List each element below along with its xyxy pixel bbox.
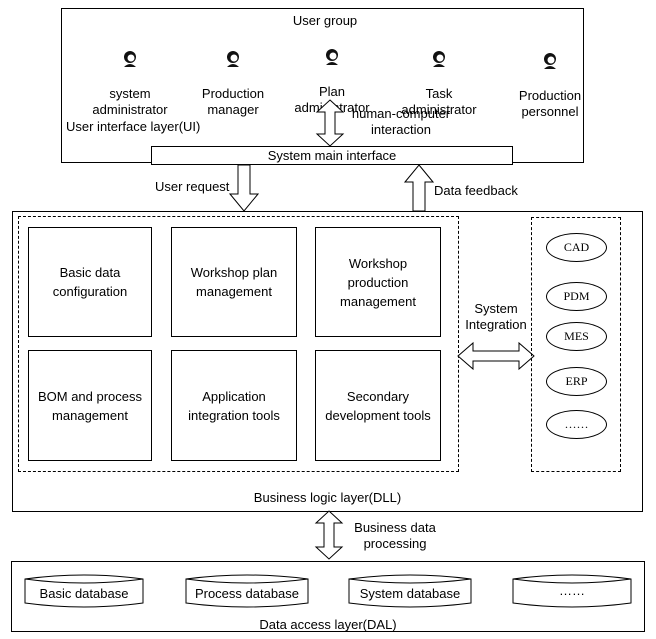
- database-process: [185, 574, 309, 608]
- system-integration-arrow: [457, 341, 535, 371]
- user-request-arrow: [229, 164, 259, 212]
- database-system-label: System database: [359, 586, 461, 601]
- user-system-administrator: system administrator: [75, 34, 185, 118]
- module-bom-process-management: BOM and process management: [28, 350, 152, 461]
- system-mes: MES: [546, 322, 607, 351]
- user-label: Production personnel: [518, 88, 582, 119]
- hci-arrow: [315, 99, 345, 147]
- system-cad: CAD: [546, 233, 607, 262]
- module-workshop-production-management: Workshop production management: [315, 227, 441, 337]
- bdp-arrow: [314, 510, 344, 560]
- person-icon: [124, 51, 136, 67]
- system-more: ……: [546, 410, 607, 439]
- user-label: Task administrator: [401, 86, 477, 117]
- data-feedback-label: Data feedback: [434, 183, 518, 198]
- person-icon: [227, 51, 239, 67]
- database-basic-label: Basic database: [39, 586, 129, 601]
- system-integration-label: System Integration: [465, 301, 527, 332]
- module-workshop-plan-management: Workshop plan management: [171, 227, 297, 337]
- hci-label: human-computer interaction: [351, 106, 451, 137]
- person-icon: [326, 49, 338, 65]
- user-production-manager: Production manager: [178, 34, 288, 118]
- ui-layer-label: User interface layer(UI): [66, 119, 201, 134]
- modules-group: [18, 216, 459, 472]
- user-label: system administrator: [92, 86, 168, 117]
- user-request-label: User request: [155, 179, 230, 194]
- database-more-label: ……: [559, 583, 585, 598]
- data-feedback-arrow: [404, 164, 434, 212]
- user-task-administrator: Task administrator: [384, 34, 494, 118]
- system-erp: ERP: [546, 367, 607, 396]
- database-more: [512, 574, 632, 608]
- person-icon: [433, 51, 445, 67]
- database-basic: [24, 574, 144, 608]
- user-production-personnel: Production personnel: [495, 36, 605, 120]
- user-label: Production manager: [201, 86, 265, 117]
- data-layer-label: Data access layer(DAL): [259, 617, 397, 632]
- main-interface-bar: [151, 146, 513, 165]
- user-group-title: User group: [292, 13, 358, 28]
- module-basic-data-configuration: Basic data configuration: [28, 227, 152, 337]
- database-system: [348, 574, 472, 608]
- system-pdm: PDM: [546, 282, 607, 311]
- module-application-integration-tools: Application integration tools: [171, 350, 297, 461]
- person-icon: [544, 53, 556, 69]
- database-process-label: Process database: [194, 586, 300, 601]
- external-systems-group: [531, 217, 621, 472]
- module-secondary-development-tools: Secondary development tools: [315, 350, 441, 461]
- bdp-label: Business data processing: [354, 520, 436, 551]
- business-layer-label: Business logic layer(DLL): [253, 490, 402, 505]
- main-interface-label: System main interface: [267, 148, 397, 163]
